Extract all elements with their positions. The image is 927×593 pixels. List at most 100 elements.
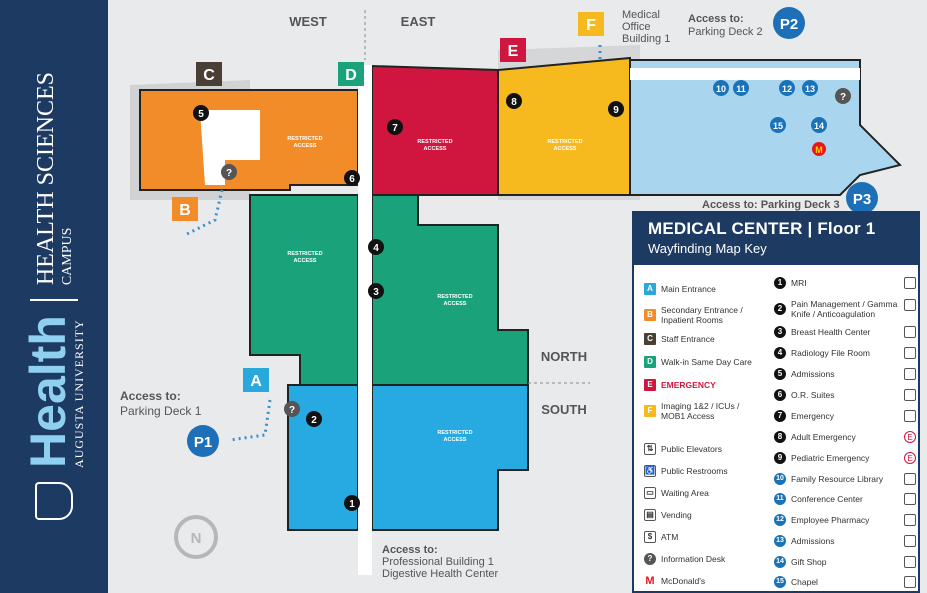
svg-text:15: 15 — [773, 121, 783, 131]
number-15-icon: 15 — [774, 576, 786, 588]
map-key-subtitle: Wayfinding Map Key — [648, 241, 767, 256]
parking-p2-marker[interactable]: P2 — [773, 7, 805, 39]
key-label: Conference Center — [791, 494, 863, 504]
location-3-marker[interactable]: 3 — [368, 283, 384, 299]
key-label: Adult Emergency — [791, 432, 856, 442]
svg-text:7: 7 — [392, 123, 398, 134]
sidebar-divider — [30, 299, 78, 302]
parking-p1-marker[interactable]: P1 — [187, 425, 219, 457]
number-3-icon: 3 — [774, 326, 786, 338]
east-label: EAST — [401, 14, 436, 29]
key-location-15: 15 Chapel — [774, 576, 902, 588]
key-amenity: $ATM — [644, 531, 764, 543]
number-12-icon: 12 — [774, 514, 786, 526]
campus-title: HEALTH SCIENCES — [33, 72, 60, 286]
entrance-a-icon: A — [644, 283, 656, 295]
north-label: NORTH — [541, 349, 587, 364]
key-label: Employee Pharmacy — [791, 515, 870, 525]
svg-text:6: 6 — [349, 174, 355, 185]
atm-icon: $ — [644, 531, 656, 543]
number-9-icon: 9 — [774, 452, 786, 464]
waiting-area-icon: ▭ — [644, 487, 656, 499]
key-label: Admissions — [791, 369, 835, 379]
parking-p3-marker[interactable]: P3 — [846, 182, 878, 214]
entrance-c-marker[interactable]: C — [196, 62, 222, 86]
location-13-marker[interactable]: 13 — [802, 80, 818, 96]
zone-green-east — [371, 194, 529, 386]
west-lobby — [200, 110, 260, 185]
svg-text:P3: P3 — [853, 191, 871, 208]
number-5-icon: 5 — [774, 368, 786, 380]
entrance-e-icon: E — [644, 379, 656, 391]
location-1-marker[interactable]: 1 — [344, 495, 360, 511]
department-icon — [904, 326, 916, 338]
path-to-b — [184, 189, 224, 237]
svg-text:P1: P1 — [194, 434, 212, 451]
entrance-d-icon: D — [644, 356, 656, 368]
number-13-icon: 13 — [774, 535, 786, 547]
key-amenity: ▭Waiting Area — [644, 487, 764, 499]
campus-sidebar: Health AUGUSTA UNIVERSITY HEALTH SCIENCE… — [0, 0, 108, 593]
number-4-icon: 4 — [774, 347, 786, 359]
department-icon — [904, 410, 916, 422]
svg-text:13: 13 — [805, 84, 815, 94]
number-1-icon: 1 — [774, 277, 786, 289]
location-11-marker[interactable]: 11 — [733, 80, 749, 96]
location-12-marker[interactable]: 12 — [779, 80, 795, 96]
key-location-8: 8 Adult Emergency — [774, 431, 902, 443]
key-label: McDonald's — [661, 576, 706, 586]
entrance-a-marker[interactable]: A — [243, 368, 269, 392]
access-p3-label: Access to: Parking Deck 3 — [702, 199, 840, 211]
svg-text:2: 2 — [311, 415, 317, 426]
key-label: Pain Management / Gamma Knife / Anticoag… — [791, 299, 898, 319]
access-p1-label: Access to:Parking Deck 1 — [120, 389, 202, 418]
key-label: Secondary Entrance / Inpatient Rooms — [661, 305, 743, 325]
north-compass-icon: N — [174, 515, 218, 559]
key-label: Public Restrooms — [661, 466, 728, 476]
location-10-marker[interactable]: 10 — [713, 80, 729, 96]
mcdonalds-icon[interactable]: M — [812, 142, 826, 156]
information-desk-icon[interactable]: ? — [284, 401, 300, 417]
location-15-marker[interactable]: 15 — [770, 117, 786, 133]
information-desk-icon[interactable]: ? — [835, 88, 851, 104]
entrance-c-icon: C — [644, 333, 656, 345]
entrance-d-marker[interactable]: D — [338, 62, 364, 86]
key-label: MRI — [791, 278, 807, 288]
department-icon — [904, 299, 916, 311]
brand-name: Health — [20, 315, 76, 468]
location-4-marker[interactable]: 4 — [368, 239, 384, 255]
department-icon — [904, 389, 916, 401]
key-label: Chapel — [791, 577, 818, 587]
location-5-marker[interactable]: 5 — [193, 105, 209, 121]
information-desk-icon: ? — [644, 553, 656, 565]
map-key-title: MEDICAL CENTER | Floor 1 — [648, 219, 876, 238]
entrance-e-marker[interactable]: E — [500, 38, 526, 62]
information-desk-icon[interactable]: ? — [221, 164, 237, 180]
location-9-marker[interactable]: 9 — [608, 101, 624, 117]
location-2-marker[interactable]: 2 — [306, 411, 322, 427]
south-label: SOUTH — [541, 402, 587, 417]
entrance-f-marker[interactable]: F — [578, 12, 604, 36]
restroom-icon: ♿ — [644, 465, 656, 477]
location-14-marker[interactable]: 14 — [811, 117, 827, 133]
location-8-marker[interactable]: 8 — [506, 93, 522, 109]
west-label: WEST — [289, 14, 327, 29]
location-6-marker[interactable]: 6 — [344, 170, 360, 186]
map-key-header: MEDICAL CENTER | Floor 1 Wayfinding Map … — [634, 213, 918, 265]
svg-text:14: 14 — [814, 121, 824, 131]
number-8-icon: 8 — [774, 431, 786, 443]
department-icon — [904, 368, 916, 380]
department-icon — [904, 473, 916, 485]
location-7-marker[interactable]: 7 — [387, 119, 403, 135]
entrance-b-marker[interactable]: B — [172, 197, 198, 221]
